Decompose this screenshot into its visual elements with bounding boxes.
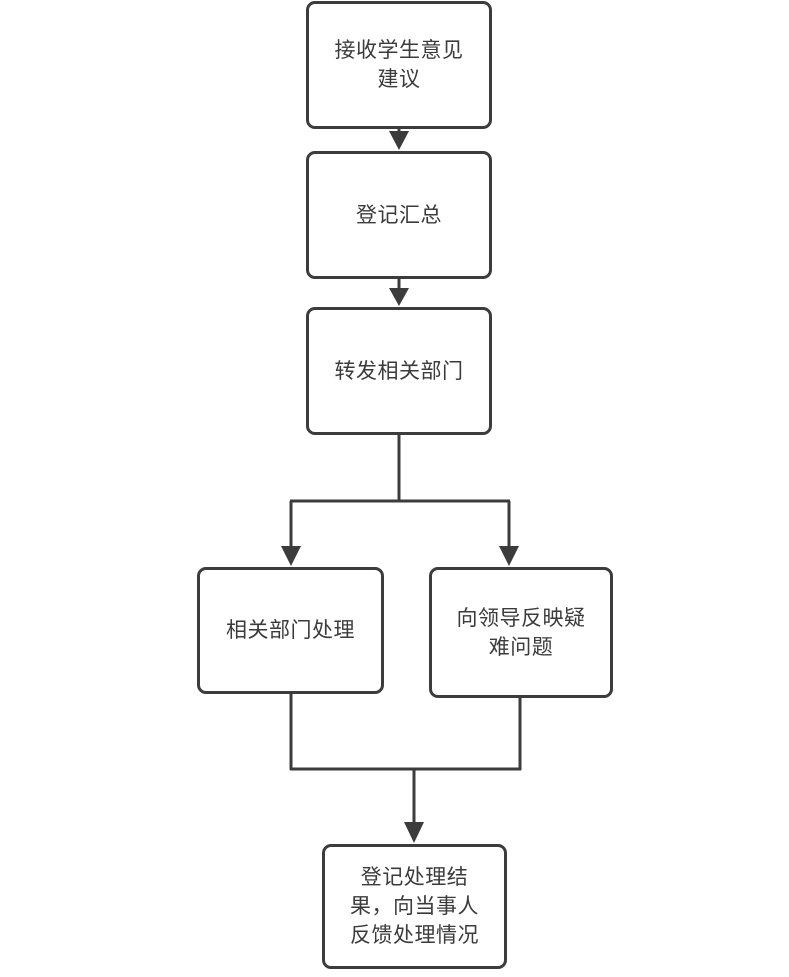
node-department-label: 相关部门处理 xyxy=(226,618,355,643)
node-forward-to-department[interactable]: 转发相关部门 xyxy=(306,307,492,435)
node-forward-label: 转发相关部门 xyxy=(334,358,464,383)
node-record-result-and-feedback[interactable]: 登记处理结 果，向当事人 反馈处理情况 xyxy=(322,844,507,969)
edge-split-to-leader xyxy=(499,501,519,566)
node-department-handling[interactable]: 相关部门处理 xyxy=(197,567,384,694)
edge-register-to-forward xyxy=(389,279,409,306)
edge-split-to-dept xyxy=(281,501,301,566)
node-record-label: 登记处理结 果，向当事人 反馈处理情况 xyxy=(350,865,479,947)
edge-forward-split-trunk xyxy=(290,435,510,503)
edge-merge-to-record xyxy=(404,769,424,843)
node-register-label: 登记汇总 xyxy=(356,202,442,227)
node-leader-label: 向领导反映疑 难问题 xyxy=(456,605,586,659)
node-report-to-leader[interactable]: 向领导反映疑 难问题 xyxy=(429,567,613,698)
edge-receive-to-register xyxy=(389,129,409,150)
node-receive-label: 接收学生意见 建议 xyxy=(334,38,464,91)
node-receive-student-feedback[interactable]: 接收学生意见 建议 xyxy=(306,1,492,129)
node-register-summary[interactable]: 登记汇总 xyxy=(306,151,492,279)
